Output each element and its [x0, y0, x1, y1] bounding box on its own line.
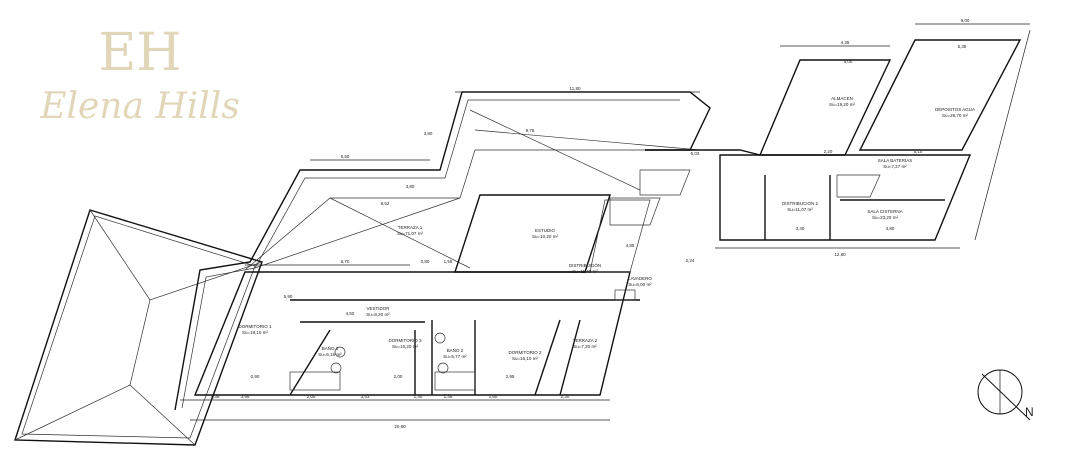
room-name: BAÑO 2 — [447, 347, 464, 353]
room-area: Su=6,00 m² — [628, 282, 652, 287]
room-area: Su=11,40 m² — [572, 269, 598, 274]
dim: 4,00 — [844, 59, 853, 64]
dim: 9,75 — [526, 128, 535, 133]
dim: 3,43 — [361, 394, 370, 399]
dim: 12,80 — [834, 252, 846, 257]
dim: 2,20 — [824, 149, 833, 154]
room-name: ESTUDIO — [535, 228, 556, 233]
room-area: Su=28,70 m² — [942, 113, 968, 118]
room-area: Su=7,20 m² — [573, 344, 597, 349]
room-name: DORMITORIO 1 — [239, 324, 272, 329]
dim: 0,90 — [251, 374, 260, 379]
dim: 6,03 — [691, 151, 700, 156]
room-area: Su=71,07 m² — [397, 231, 423, 236]
room-name: DISTRIBUCIÓN 2 — [782, 200, 819, 206]
room-area: Su=8,20 m² — [366, 312, 390, 317]
room-name: DORMITORIO 3 — [389, 338, 422, 343]
dim: 6,50 — [341, 154, 350, 159]
dim: 3,40 — [796, 226, 805, 231]
dim: 5,38 — [958, 44, 967, 49]
north-label: N — [1025, 405, 1034, 419]
svg-text:EH: EH — [98, 23, 181, 83]
service-block-walls — [609, 39, 1022, 241]
dim: 3,95 — [241, 394, 250, 399]
dim: 2,00 — [394, 374, 403, 379]
dim: 1,45 — [444, 394, 453, 399]
room-name: SALA BATERIAS — [878, 158, 912, 163]
dim: 0,80 — [421, 259, 430, 264]
room-name: TERRAZA 1 — [398, 225, 423, 230]
dim: 1,40 — [414, 394, 423, 399]
dim: 3,80 — [406, 184, 415, 189]
room-name: DORMITORIO 2 — [509, 350, 542, 355]
dim: 2,30 — [561, 394, 570, 399]
dim: 3,80 — [424, 131, 433, 136]
room-name: BAÑO 1 — [322, 345, 339, 351]
room-area: Su=11,07 m² — [787, 207, 813, 212]
room-area: Su=7,27 m² — [883, 164, 907, 169]
room-area: Su=23,20 m² — [872, 215, 898, 220]
dimension-lines — [180, 23, 1031, 421]
room-area: Su=16,10 m² — [512, 356, 538, 361]
room-name: DEPOSITOS AGUA — [935, 107, 975, 112]
hip-roof — [14, 209, 263, 446]
room-name: DISTRIBUCIÓN — [569, 262, 601, 268]
dim: 9,52 — [381, 201, 390, 206]
room-name: LAVADERO — [628, 276, 652, 281]
room-area: Su=10,20 m² — [532, 234, 558, 239]
elena-hills-watermark: EH Elena Hills — [39, 23, 240, 127]
room-area: Su=5,77 m² — [443, 354, 467, 359]
dim: 4,85 — [626, 243, 635, 248]
main-house-walls — [193, 194, 651, 396]
watermark-text: Elena Hills — [39, 86, 240, 127]
dim: 4,38 — [211, 394, 220, 399]
north-arrow-icon: N — [977, 369, 1034, 421]
room-name: ALMACEN — [831, 96, 853, 101]
dim: 20,60 — [394, 424, 406, 429]
dim: 4,80 — [886, 226, 895, 231]
dim: 6,70 — [341, 259, 350, 264]
terrace-outline — [174, 91, 711, 411]
dim: 1,55 — [444, 259, 453, 264]
dimension-labels: 11,80 6,50 3,80 9,52 6,70 0,80 1,55 5,90… — [211, 18, 970, 429]
dim: 4,50 — [346, 311, 355, 316]
dim: 4,35 — [841, 40, 850, 45]
room-area: Su=19,10 m² — [242, 330, 268, 335]
room-area: Su=10,20 m² — [392, 344, 418, 349]
room-area: Su=6,16 m² — [318, 352, 342, 357]
room-name: VESTIDOR — [366, 306, 390, 311]
dim: 11,80 — [570, 86, 581, 91]
stairs — [609, 169, 881, 226]
dim: 5,90 — [284, 294, 293, 299]
room-area: Su=19,20 m² — [829, 102, 855, 107]
dim: 2,05 — [307, 394, 316, 399]
dim: 9,00 — [961, 18, 970, 23]
room-labels: DORMITORIO 1 Su=19,10 m² VESTIDOR Su=8,2… — [239, 96, 975, 361]
dim: 1,60 — [489, 394, 498, 399]
room-name: TERRAZA 2 — [573, 338, 598, 343]
room-name: SALA CISTERNA — [867, 209, 902, 214]
dim: 2,24 — [686, 258, 695, 263]
dim: 5,10 — [914, 149, 923, 154]
dim: 2,95 — [506, 374, 515, 379]
